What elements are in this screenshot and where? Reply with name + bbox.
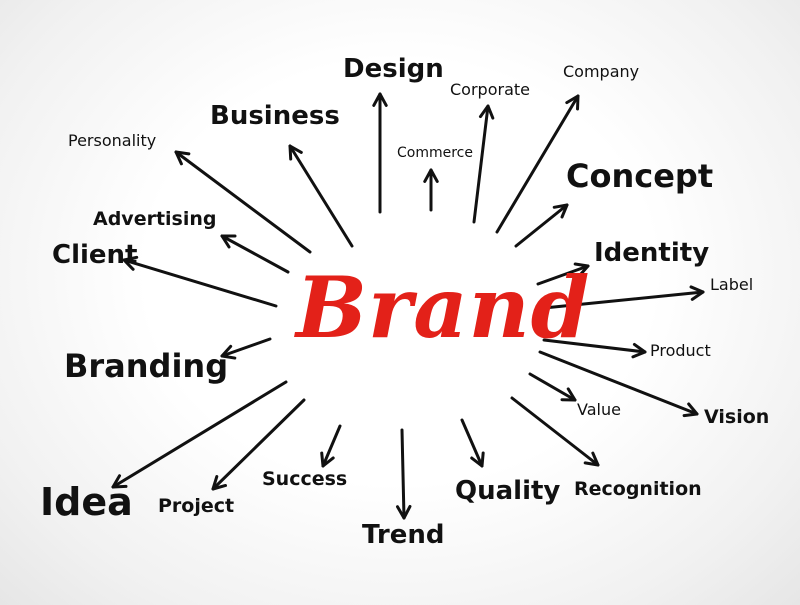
- word-identity: Identity: [594, 238, 710, 268]
- word-value: Value: [577, 400, 621, 419]
- arrow-to-commerce: [423, 168, 439, 212]
- word-commerce: Commerce: [397, 145, 473, 161]
- word-quality: Quality: [455, 476, 561, 506]
- word-branding: Branding: [64, 347, 229, 385]
- arrow-to-company: [495, 94, 580, 234]
- word-success: Success: [262, 468, 348, 490]
- word-client: Client: [52, 240, 138, 270]
- arrow-to-client: [122, 255, 278, 308]
- arrow-to-recognition: [510, 396, 600, 467]
- arrow-to-advertising: [220, 234, 290, 274]
- word-corporate: Corporate: [450, 80, 530, 99]
- arrow-to-project: [211, 398, 306, 491]
- word-label: Label: [710, 275, 754, 294]
- arrow-to-design: [372, 92, 388, 214]
- arrow-to-quality: [460, 418, 485, 468]
- arrow-to-value: [528, 372, 577, 402]
- arrow-to-product: [542, 338, 647, 359]
- word-design: Design: [343, 54, 444, 84]
- word-personality: Personality: [68, 131, 157, 150]
- word-idea: Idea: [40, 480, 133, 524]
- arrow-to-identity: [536, 262, 590, 286]
- center-word-brand: Brand: [296, 258, 591, 357]
- arrow-to-branding: [220, 337, 272, 360]
- arrow-to-idea: [111, 380, 288, 489]
- word-trend: Trend: [362, 520, 445, 550]
- arrow-to-success: [320, 424, 342, 468]
- word-business: Business: [210, 101, 340, 131]
- arrow-to-business: [288, 144, 354, 248]
- word-advertising: Advertising: [93, 208, 217, 230]
- arrow-to-vision: [538, 350, 699, 418]
- arrow-to-corporate: [472, 104, 495, 224]
- word-concept: Concept: [566, 157, 714, 195]
- arrow-to-concept: [514, 203, 569, 248]
- word-company: Company: [563, 62, 640, 81]
- arrow-to-trend: [396, 428, 412, 520]
- word-recognition: Recognition: [574, 478, 702, 500]
- word-vision: Vision: [704, 406, 770, 428]
- word-product: Product: [650, 341, 711, 360]
- arrow-to-personality: [174, 150, 312, 254]
- word-project: Project: [158, 495, 235, 517]
- arrow-to-label: [542, 285, 705, 310]
